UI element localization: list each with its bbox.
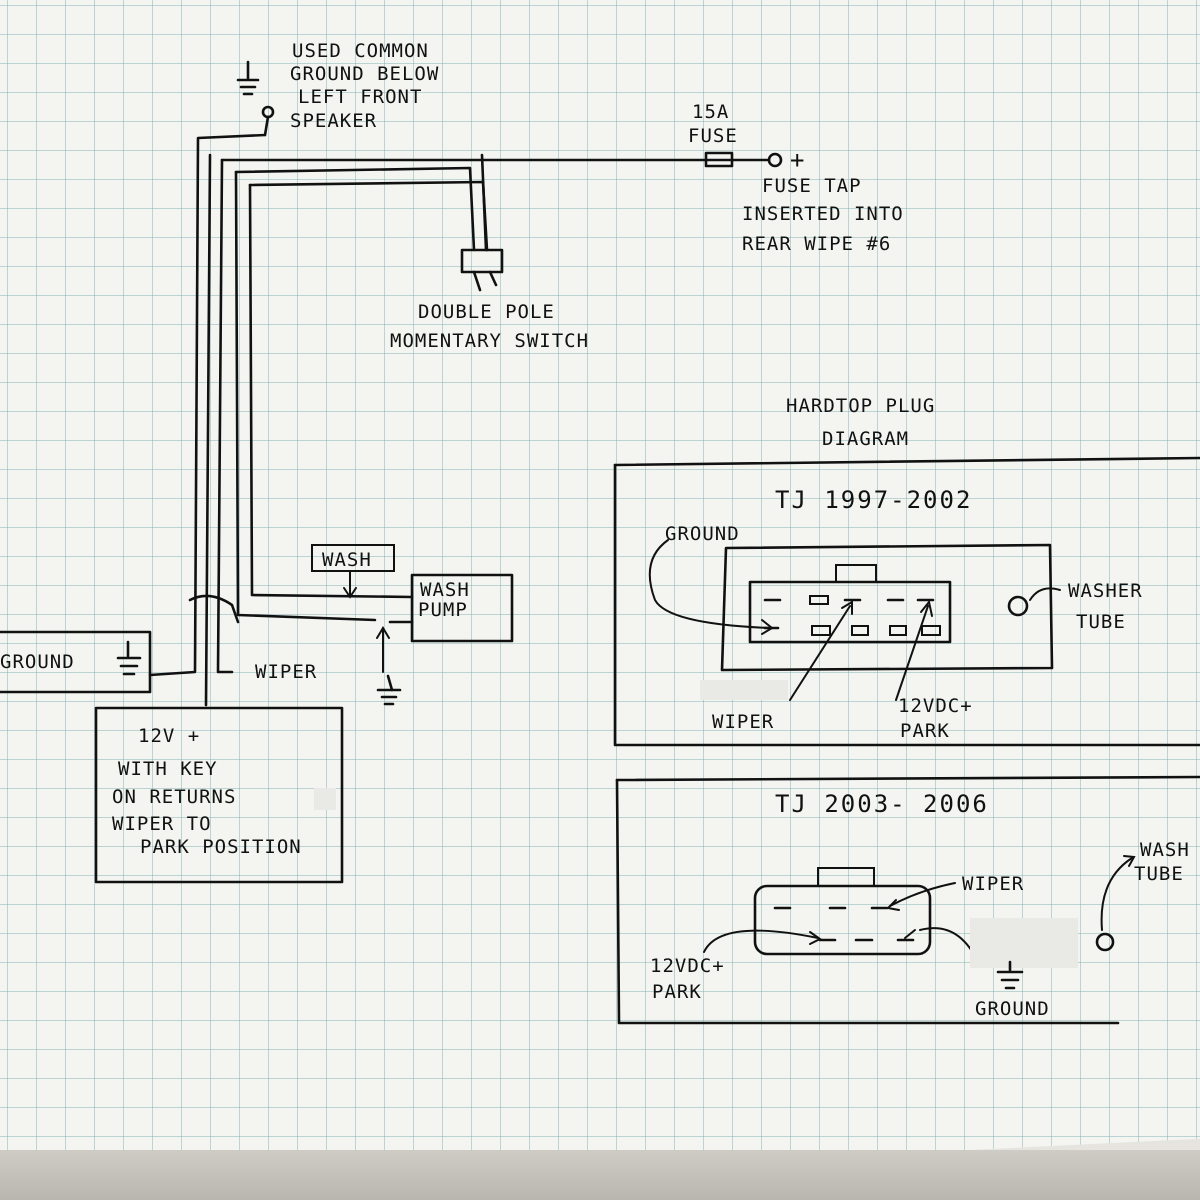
pump-ground xyxy=(376,626,402,706)
tj-2003-wash-tube-line-1: WASH xyxy=(1140,839,1190,861)
top-ground-symbol xyxy=(236,60,275,137)
tj-2003-park-line-2: PARK xyxy=(652,981,702,1003)
wash-pump-line-1: WASH xyxy=(420,579,470,601)
wiper-label: WIPER xyxy=(255,661,317,683)
momentary-switch xyxy=(460,248,504,292)
tj-1997-washer-tube-line-1: WASHER xyxy=(1068,580,1143,602)
fuse-tap-line-3: REAR WIPE #6 xyxy=(742,233,891,255)
tj-1997-wiper: WIPER xyxy=(712,711,774,733)
ground-note-line-2: GROUND BELOW xyxy=(290,63,439,85)
tj-2003-ground: GROUND xyxy=(975,998,1050,1020)
ground-note: USED COMMON GROUND BELOW LEFT FRONT SPEA… xyxy=(290,40,439,132)
ground-note-line-4: SPEAKER xyxy=(290,110,377,132)
switch-label: DOUBLE POLE MOMENTARY SWITCH xyxy=(390,301,589,352)
tj-1997-park-line-1: 12VDC+ xyxy=(898,695,973,717)
fuse: 15A FUSE + xyxy=(688,101,806,174)
tj-1997-ground: GROUND xyxy=(665,523,740,545)
tj-1997-title: TJ 1997-2002 xyxy=(775,486,972,514)
box-12v-line-5: PARK POSITION xyxy=(140,836,302,858)
fuse-rating: 15A xyxy=(692,101,729,123)
fuse-tap-line-2: INSERTED INTO xyxy=(742,203,904,225)
wash-pump-line-2: PUMP xyxy=(418,599,468,621)
wash-tag-label: WASH xyxy=(322,549,372,571)
ground-note-line-3: LEFT FRONT xyxy=(298,86,422,108)
fuse-tap-note: FUSE TAP INSERTED INTO REAR WIPE #6 xyxy=(742,175,904,255)
ground-box: GROUND xyxy=(0,630,152,694)
panel-tj-2003: TJ 2003- 2006 WIPER 12VDC+ PARK xyxy=(615,775,1200,1025)
plug-title-line-1: HARDTOP PLUG xyxy=(786,395,935,417)
tj-2003-wash-tube-line-2: TUBE xyxy=(1134,863,1184,885)
box-12v-line-2: WITH KEY xyxy=(118,758,218,780)
switch-label-line-1: DOUBLE POLE xyxy=(418,301,555,323)
box-12v: 12V + WITH KEY ON RETURNS WIPER TO PARK … xyxy=(94,706,344,884)
tj-1997-washer-tube-line-2: TUBE xyxy=(1076,611,1126,633)
fuse-tap-plus: + xyxy=(790,146,806,174)
tj-2003-park-line-1: 12VDC+ xyxy=(650,955,725,977)
box-12v-line-3: ON RETURNS xyxy=(112,786,236,808)
wire-bundle xyxy=(148,133,732,707)
paper-underlay xyxy=(0,1150,1200,1200)
box-12v-line-4: WIPER TO xyxy=(112,813,212,835)
ground-box-label: GROUND xyxy=(0,651,75,673)
wash-tag: WASH xyxy=(311,544,395,599)
fuse-label: FUSE xyxy=(688,125,738,147)
switch-label-line-2: MOMENTARY SWITCH xyxy=(390,330,589,352)
ground-note-line-1: USED COMMON xyxy=(292,40,429,62)
plug-title-line-2: DIAGRAM xyxy=(822,428,909,450)
tj-2003-wiper: WIPER xyxy=(962,873,1024,895)
plug-diagram-title: HARDTOP PLUG DIAGRAM xyxy=(786,395,935,450)
panel-tj-1997: TJ 1997-2002 GROUND WASHER xyxy=(613,456,1200,747)
fuse-tap-line-1: FUSE TAP xyxy=(762,175,862,197)
wash-pump: WASH PUMP xyxy=(410,573,514,643)
box-12v-line-1: 12V + xyxy=(138,725,200,747)
tj-2003-title: TJ 2003- 2006 xyxy=(775,790,989,818)
tj-1997-park-line-2: PARK xyxy=(900,720,950,742)
